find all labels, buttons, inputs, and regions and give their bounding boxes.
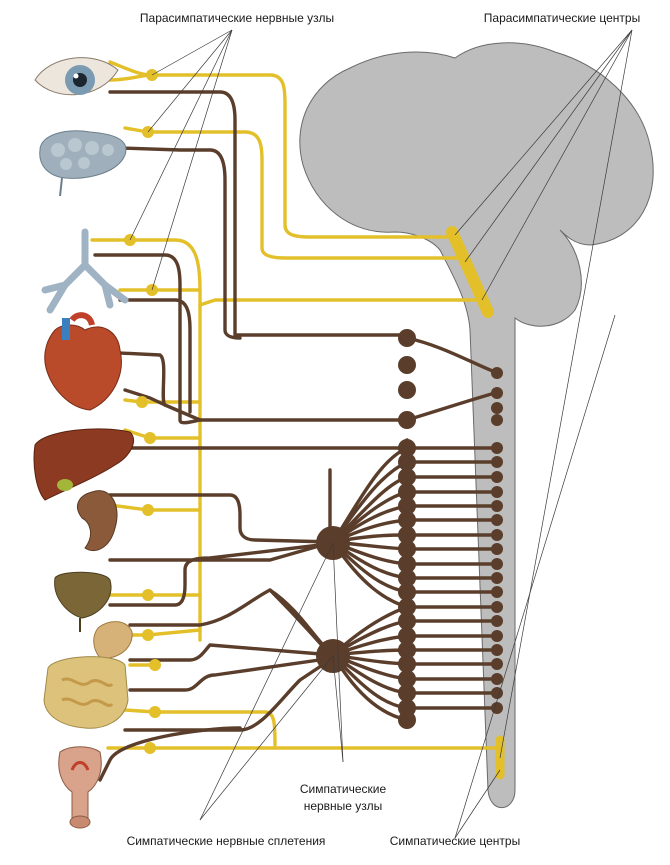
- reproductive-organs-icon: [58, 746, 102, 829]
- label-parasympathetic-ganglia: Парасимпатические нервные узлы: [140, 11, 334, 25]
- liver-icon: [33, 428, 134, 501]
- spinal-cord-nodes: [491, 367, 503, 714]
- label-sympathetic-plexuses: Симпатические нервные сплетения: [127, 834, 326, 848]
- eye-icon: [34, 57, 119, 96]
- bladder-icon: [54, 571, 112, 632]
- parasympathetic-ganglia-nodes: [124, 69, 161, 754]
- kidney-icon: [77, 490, 118, 552]
- leader-lines: [129, 29, 633, 839]
- gland-icon: [39, 130, 127, 197]
- label-parasympathetic-centers: Парасимпатические центры: [484, 11, 640, 25]
- intestine-icon: [43, 621, 133, 729]
- heart-icon: [44, 312, 122, 411]
- label-sympathetic-ganglia-line2: нервные узлы: [304, 799, 383, 813]
- label-sympathetic-ganglia-line1: Симпатические: [300, 782, 387, 796]
- sympathetic-chain-ganglia: [398, 329, 416, 729]
- bronchi-icon: [41, 228, 129, 314]
- brain-spinal-cord: [299, 42, 654, 809]
- label-sympathetic-centers: Симпатические центры: [390, 834, 520, 848]
